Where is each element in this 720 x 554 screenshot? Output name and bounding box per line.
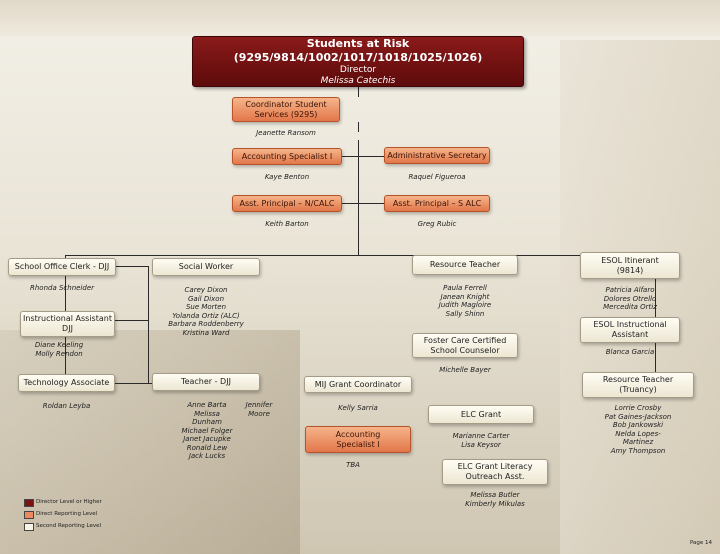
technology-associate-box[interactable]: Technology Associate (18, 374, 115, 392)
background-strip (0, 0, 720, 36)
teacher-djj-names: Anne Barta Melissa Dunham Michael Folger… (181, 401, 233, 460)
social-worker-names: Carey Dixon Gail Dixon Sue Morten Yoland… (168, 286, 244, 337)
instructional-assistant-name: Molly Rendon (35, 350, 83, 358)
instructional-assistant-box[interactable]: Instructional Assistant DJJ (20, 311, 115, 337)
connector (148, 266, 149, 383)
esol-instructional-box[interactable]: ESOL Instructional Assistant (580, 317, 680, 343)
resource-truancy-box[interactable]: Resource Teacher (Truancy) (582, 372, 694, 398)
connector (358, 140, 359, 255)
legend-swatch-direct (24, 511, 34, 519)
resource-truancy-names: Lorrie Crosby Pat Gaines-Jackson Bob Jan… (604, 404, 672, 455)
teacher-djj-names-col2: Jennifer Moore (245, 401, 273, 418)
elc-literacy-names: Melissa Butler Kimberly Mikulas (465, 491, 525, 508)
asst-principal-s-name: Greg Rubic (417, 220, 457, 228)
technology-associate-name: Roldan Leyba (42, 402, 91, 410)
accounting-specialist-2-name: TBA (346, 461, 360, 469)
elc-literacy-box[interactable]: ELC Grant Literacy Outreach Asst. (442, 459, 548, 485)
instructional-assistant-name: Diane Keeling (34, 341, 84, 349)
school-office-clerk-name: Rhonda Schneider (29, 284, 95, 292)
director-box[interactable]: Students at Risk (9295/9814/1002/1017/10… (192, 36, 524, 87)
director-role: Director (339, 64, 377, 75)
connector (342, 156, 384, 157)
foster-care-name: Michelle Bayer (439, 366, 491, 374)
director-name: Melissa Catechis (320, 75, 396, 86)
coordinator-box[interactable]: Coordinator Student Services (9295) (232, 97, 340, 122)
legend-swatch-director (24, 499, 34, 507)
accounting-specialist-2-box[interactable]: Accounting Specialist I (305, 426, 411, 453)
mij-coordinator-name: Kelly Sarria (338, 404, 378, 412)
connector (358, 122, 359, 132)
asst-principal-s-box[interactable]: Asst. Principal – S ALC (384, 195, 490, 212)
resource-teacher-names: Paula Ferrell Janean Knight Judith Maglo… (438, 284, 492, 318)
legend-label-second: Second Reporting Level (36, 523, 101, 529)
asst-principal-n-name: Keith Barton (265, 220, 309, 228)
foster-care-box[interactable]: Foster Care Certified School Counselor (412, 333, 518, 358)
elc-grant-names: Marianne Carter Lisa Keysor (452, 432, 510, 449)
admin-secretary-name: Raquel Figueroa (408, 173, 466, 181)
school-office-clerk-box[interactable]: School Office Clerk - DJJ (8, 258, 116, 276)
teacher-djj-box[interactable]: Teacher - DJJ (152, 373, 260, 391)
connector (358, 87, 359, 97)
connector (342, 203, 384, 204)
esol-itinerant-box[interactable]: ESOL Itinerant (9814) (580, 252, 680, 279)
elc-grant-box[interactable]: ELC Grant (428, 405, 534, 424)
accounting-specialist-box[interactable]: Accounting Specialist I (232, 148, 342, 165)
coordinator-title: Coordinator Student Services (9295) (245, 99, 327, 119)
page-number: Page 14 (689, 540, 712, 546)
connector (65, 255, 655, 256)
connector (115, 320, 149, 321)
mij-coordinator-box[interactable]: MIJ Grant Coordinator (304, 376, 412, 393)
background-book (0, 330, 300, 554)
connector (148, 383, 153, 384)
resource-teacher-box[interactable]: Resource Teacher (412, 255, 518, 275)
legend-label-director: Director Level or Higher (36, 499, 102, 505)
connector (115, 383, 149, 384)
legend-label-direct: Direct Reporting Level (36, 511, 98, 517)
org-title: Students at Risk (9295/9814/1002/1017/10… (233, 36, 483, 64)
esol-instructional-name: Blanca Garcia (605, 348, 655, 356)
social-worker-box[interactable]: Social Worker (152, 258, 260, 276)
admin-secretary-box[interactable]: Administrative Secretary (384, 147, 490, 164)
esol-itinerant-names: Patricia Alfaro Dolores Otrello Mercedit… (603, 286, 657, 311)
background-book-right (560, 40, 720, 554)
accounting-specialist-name: Kaye Benton (264, 173, 310, 181)
asst-principal-n-box[interactable]: Asst. Principal – N/CALC (232, 195, 342, 212)
coordinator-name: Jeanette Ransom (256, 129, 316, 137)
legend-swatch-second (24, 523, 34, 531)
connector (115, 266, 149, 267)
